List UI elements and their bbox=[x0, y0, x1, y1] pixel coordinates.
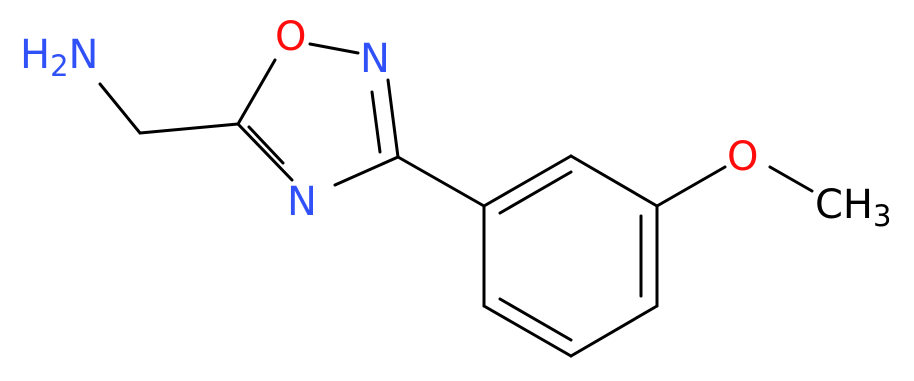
ring-n4-label: N bbox=[287, 179, 317, 225]
bond-ph1-ph2 bbox=[482, 154, 573, 208]
bond-n4-c5-a bbox=[236, 122, 294, 182]
bond-c3-n4 bbox=[333, 155, 400, 187]
bond-o-ch3 bbox=[768, 165, 814, 193]
bond-n2-c3-a bbox=[386, 78, 400, 159]
bond-ph3-o bbox=[655, 165, 727, 208]
atom-labels: H2N O N N O CH3 bbox=[20, 14, 891, 233]
methyl-label: CH3 bbox=[815, 182, 891, 233]
amine-label: H2N bbox=[20, 32, 98, 83]
bond-c5-o1 bbox=[236, 58, 277, 126]
bond-ph2-ph3 bbox=[569, 154, 659, 208]
bond-o1-n2 bbox=[308, 42, 360, 55]
bond-ph4-ph5 bbox=[569, 304, 659, 358]
ring-n2-label: N bbox=[360, 36, 390, 82]
bond-n2-c3-b bbox=[370, 90, 382, 154]
bond-ph5-ph6 bbox=[482, 304, 573, 358]
bond-ph5-ph6-inner bbox=[498, 297, 573, 342]
bond-n4-c5-b bbox=[247, 125, 285, 165]
methoxy-oxygen-label: O bbox=[727, 134, 758, 180]
bonds bbox=[98, 42, 814, 358]
ring-oxygen-label: O bbox=[275, 14, 306, 60]
bond-ph1-ph2-inner bbox=[498, 170, 573, 215]
bond-ch2-c5 bbox=[138, 122, 240, 135]
bond-n-ch2 bbox=[98, 82, 142, 135]
bond-c3-ph1 bbox=[396, 155, 486, 208]
